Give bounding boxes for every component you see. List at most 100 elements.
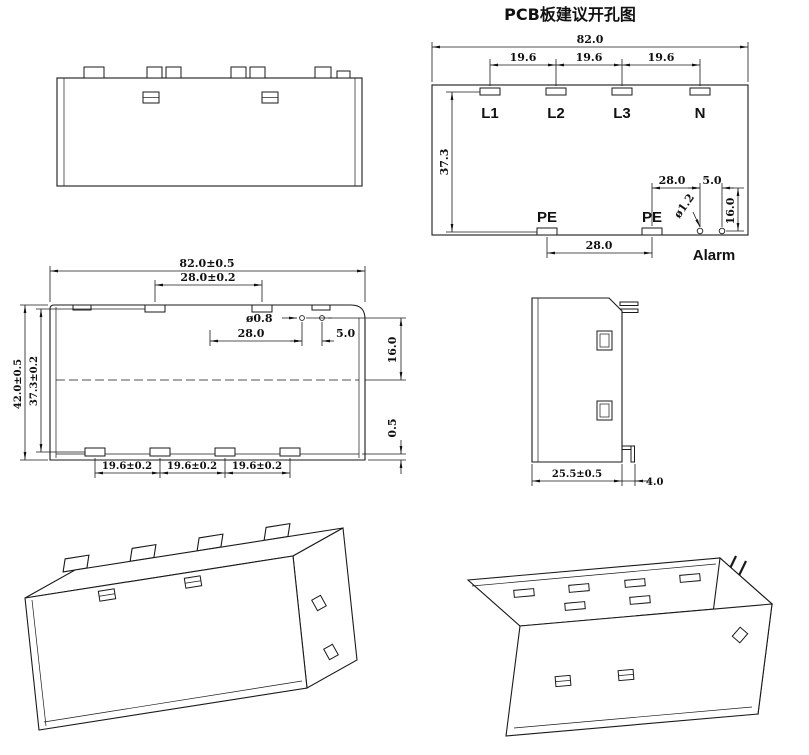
alarm-pin-1	[299, 315, 305, 321]
front-step	[336, 70, 351, 79]
label-n: N	[695, 105, 706, 122]
iso-underside-slot	[513, 588, 535, 598]
label-l2: L2	[547, 105, 565, 122]
bottom-top-slot-pe1	[144, 304, 166, 313]
dim-side-width: 25.5±0.5	[531, 464, 623, 486]
bottom-outline	[49, 304, 366, 461]
front-view	[56, 66, 363, 187]
label-l1: L1	[481, 105, 499, 122]
dim-text: ø1.2	[671, 191, 697, 220]
iso-view-front	[24, 522, 358, 731]
dim-text: 28.0±0.2	[180, 271, 235, 284]
side-pin-bottom-v	[630, 445, 635, 463]
hole-slot-l1	[479, 87, 501, 96]
iso-side-window	[323, 643, 339, 661]
dim-text: 82.0	[577, 33, 604, 46]
pcb-drill-view: L1 L2 L3 N PE PE Alarm 82.0 19.6 19.6 19…	[431, 33, 749, 264]
side-view: 25.5±0.5 4.0	[531, 297, 663, 488]
front-tab	[165, 66, 182, 79]
dim-text: 4.0	[646, 477, 663, 488]
iso-underside-slot-pe	[564, 601, 586, 611]
dim-text: 16.0	[724, 197, 737, 224]
alarm-hole-1	[696, 227, 704, 235]
iso-underside-slot	[568, 583, 590, 593]
dim-text: 19.6	[510, 51, 537, 64]
side-window	[596, 400, 613, 421]
hole-slot-n	[689, 87, 711, 96]
dim-text: 25.5±0.5	[552, 469, 602, 480]
side-pin-top-2	[619, 308, 639, 313]
hole-slot-l2	[545, 87, 567, 96]
dim-bottom-wall: 0.5	[362, 418, 406, 474]
hole-slot-l3	[611, 87, 633, 96]
iso-latch-window	[554, 674, 572, 688]
dim-bottom-alarm-y: 16.0	[328, 317, 406, 381]
dim-pcb-width: 82.0	[431, 33, 749, 82]
bottom-top-slot	[72, 304, 92, 311]
page-title: PCB板建议开孔图	[504, 5, 636, 24]
side-body	[531, 297, 623, 463]
dim-text: 19.6	[576, 51, 603, 64]
dim-bottom-width: 82.0±0.5	[49, 257, 366, 302]
dim-text: 19.6±0.2	[102, 461, 152, 472]
dim-text: 37.3	[438, 149, 451, 176]
bottom-top-slot	[311, 304, 331, 311]
dim-pcb-pitch: 19.6 19.6 19.6	[489, 51, 701, 86]
dim-text: 37.3±0.2	[29, 356, 40, 406]
dim-pcb-pe-pitch: 28.0	[546, 237, 653, 258]
iso-side-window	[311, 594, 327, 612]
front-latch-window	[142, 91, 160, 104]
dim-text: 28.0	[659, 174, 686, 187]
dim-pcb-alarm-y: 16.0	[724, 187, 744, 232]
leader-pin-dia: ø0.8	[246, 312, 332, 325]
dim-bottom-alarm-gap: 5.0	[290, 322, 355, 346]
iso-underside-slot-pe	[629, 595, 651, 605]
iso-view-bottom	[466, 555, 774, 737]
iso-latch-window	[97, 588, 117, 602]
dim-bottom-pin-rows: 37.3±0.2	[29, 308, 145, 453]
pcb-outline	[431, 84, 749, 236]
front-tab	[146, 66, 163, 79]
front-tab	[314, 66, 332, 79]
dim-text: 28.0	[238, 327, 265, 340]
side-pin-top-1	[619, 301, 639, 306]
dim-text: 82.0±0.5	[179, 257, 234, 270]
dim-text: 0.5	[386, 418, 399, 437]
front-latch-window	[261, 91, 279, 104]
iso-side-window	[731, 626, 749, 644]
hole-slot-pe2	[641, 227, 663, 236]
iso-front-face	[24, 555, 308, 731]
label-alarm: Alarm	[693, 247, 736, 264]
bottom-slot	[214, 447, 236, 457]
bottom-slot	[149, 447, 171, 457]
leader-hole-dia: ø1.2	[671, 191, 701, 228]
dim-bottom-alarm-x: 28.0	[209, 322, 303, 346]
dim-text: 42.0±0.5	[13, 359, 24, 409]
dim-bottom-depth: 42.0±0.5	[13, 304, 48, 461]
bottom-slot	[279, 447, 301, 457]
dim-side-pin-len: 4.0	[622, 464, 663, 488]
alarm-hole-2	[718, 227, 726, 235]
bottom-top-slot-pe2	[251, 304, 273, 313]
dim-text: 19.6±0.2	[167, 461, 217, 472]
dim-text: 16.0	[386, 336, 399, 363]
side-window	[596, 330, 613, 351]
label-pe1: PE	[537, 209, 557, 226]
dim-text: 28.0	[586, 239, 613, 252]
iso-front-face	[505, 603, 773, 737]
iso-latch-window	[183, 575, 203, 589]
bottom-slot	[84, 447, 106, 457]
iso-underside-slot	[624, 578, 646, 588]
dim-pcb-height: 37.3	[438, 91, 537, 233]
iso-latch-window	[617, 668, 635, 682]
dim-bottom-pe-pitch: 28.0±0.2	[154, 271, 263, 302]
hole-slot-pe1	[536, 227, 558, 236]
front-tab	[230, 66, 247, 79]
dim-text: 5.0	[702, 174, 721, 187]
front-tab	[83, 66, 105, 79]
dim-text: ø0.8	[246, 312, 273, 325]
dim-text: 19.6±0.2	[232, 461, 282, 472]
label-l3: L3	[613, 105, 631, 122]
